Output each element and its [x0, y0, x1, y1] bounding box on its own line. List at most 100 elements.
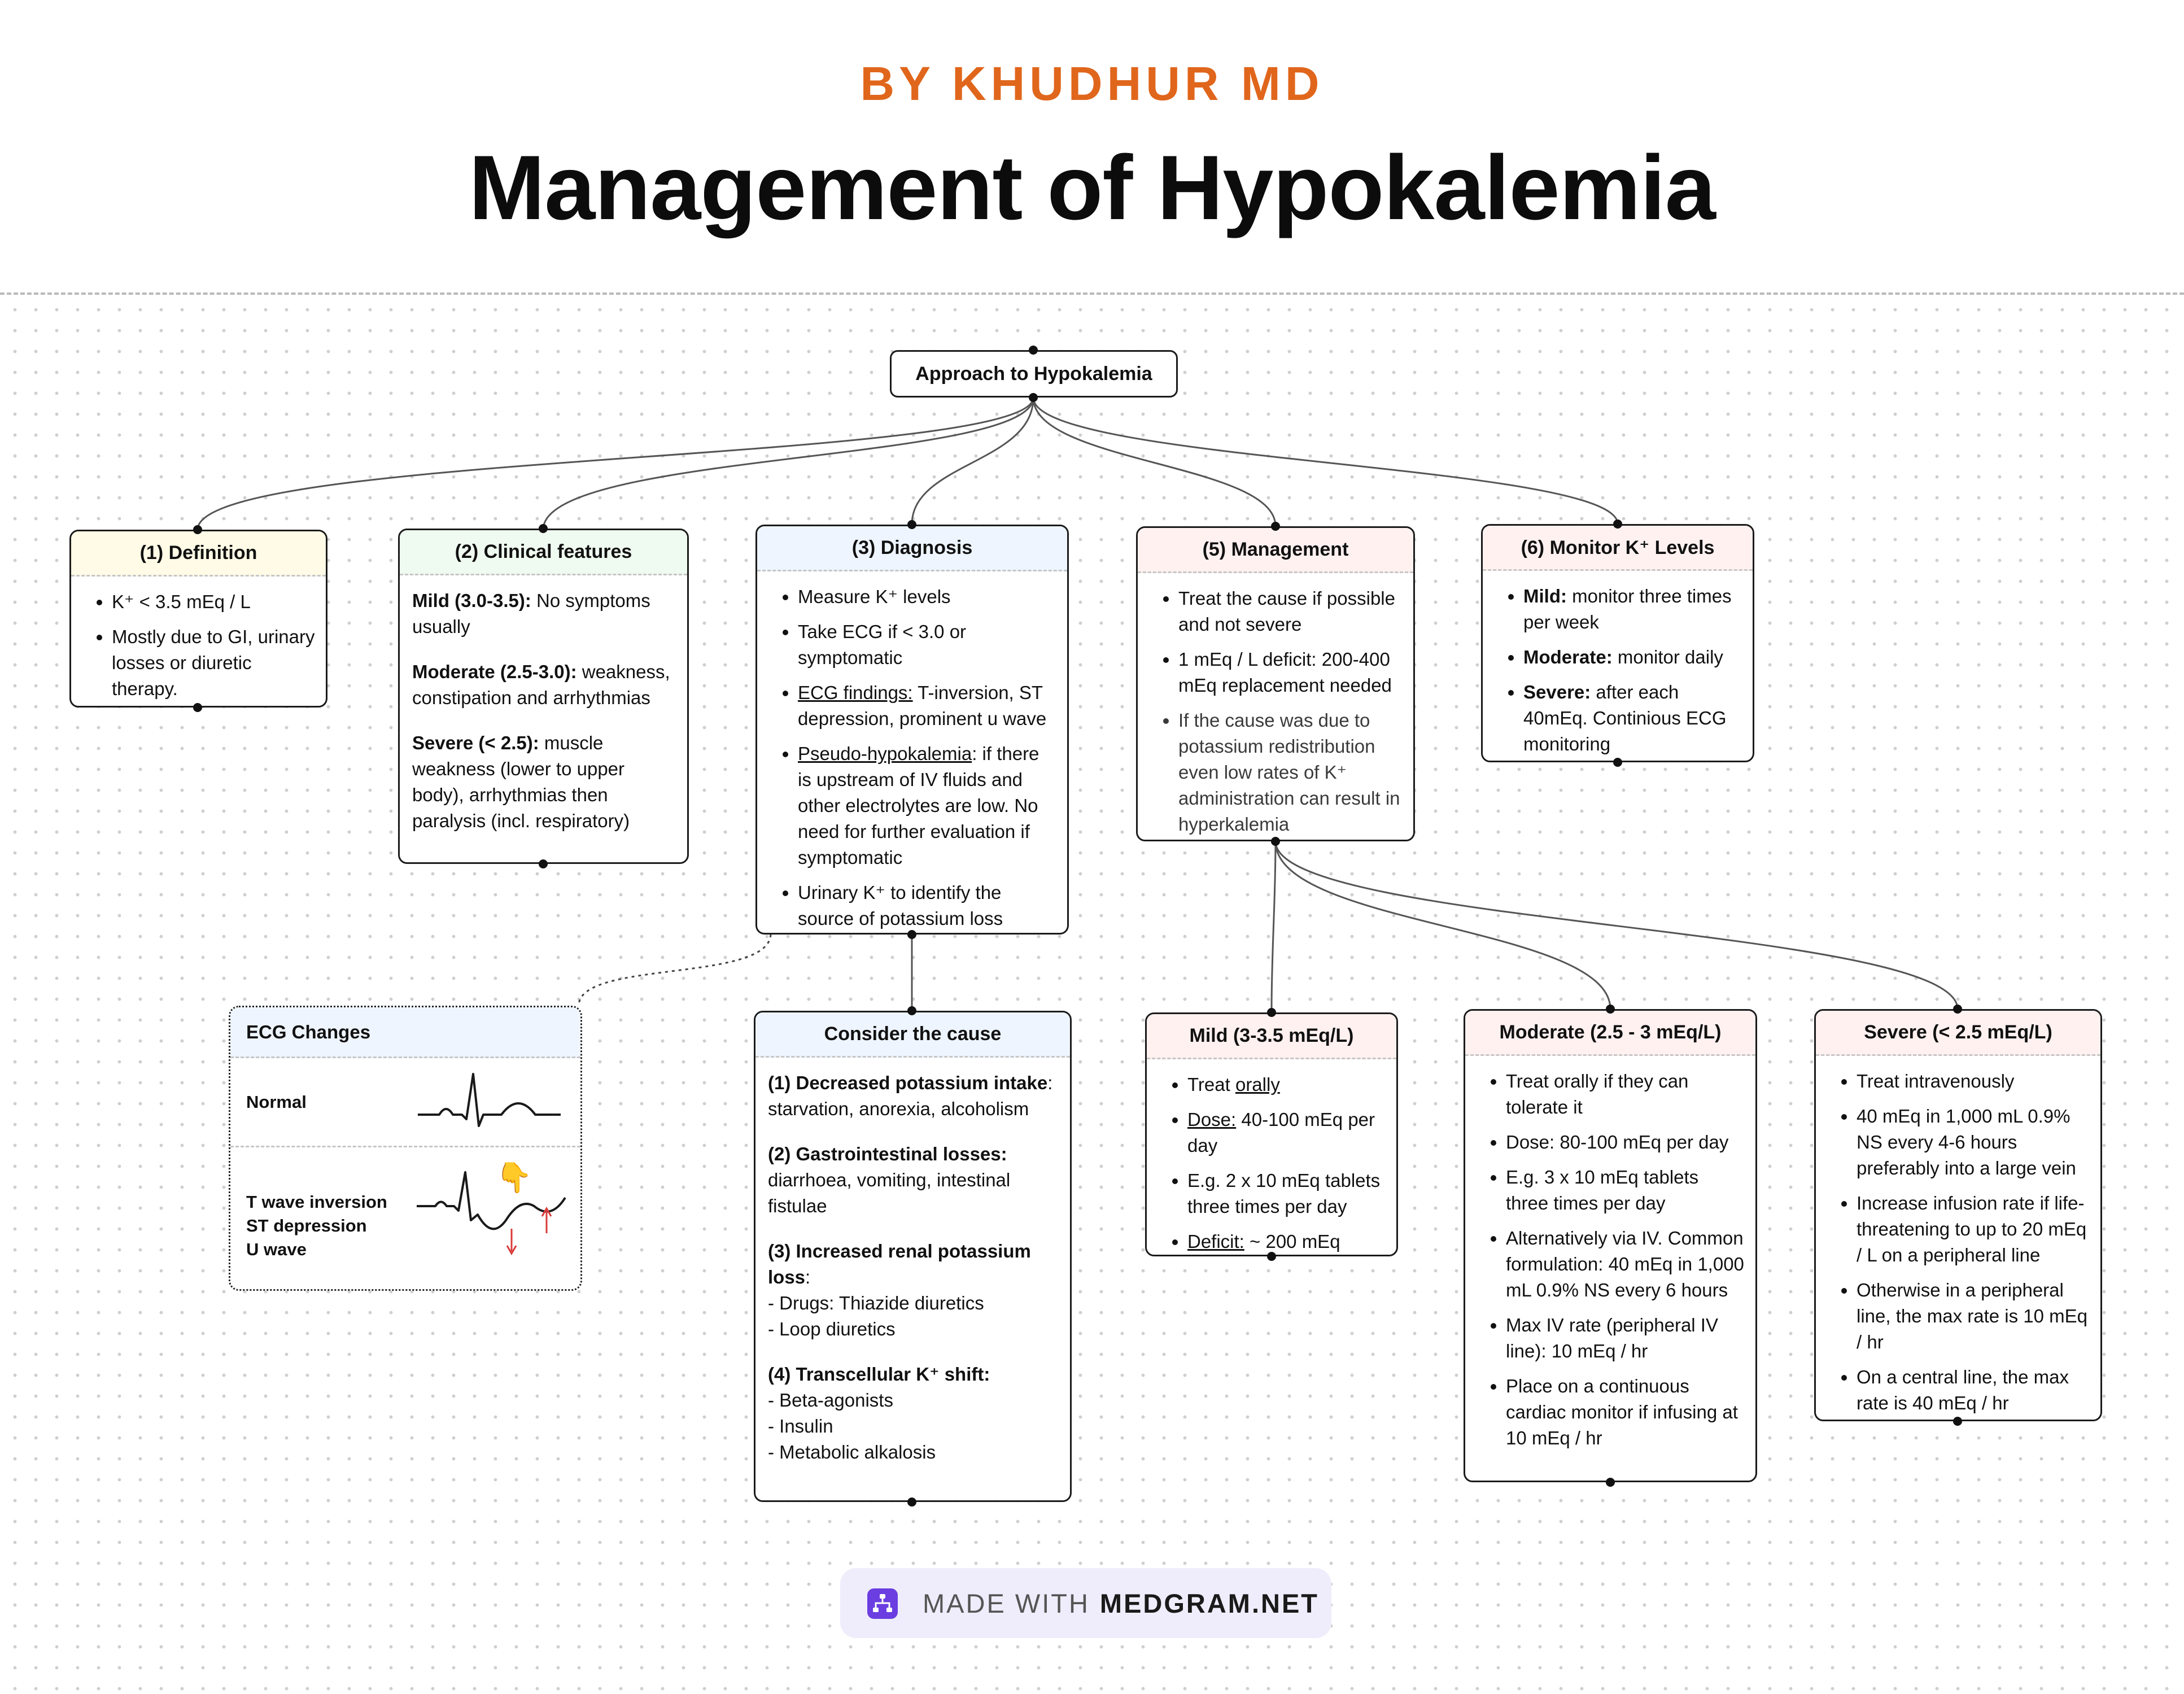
clinical-mild: Mild (3.0-3.5): No symptoms usually [412, 590, 650, 637]
header: BY KHUDHUR MD Management of Hypokalemia [0, 0, 2184, 294]
handle-dot[interactable] [1029, 346, 1038, 355]
handle-dot[interactable] [1613, 519, 1622, 529]
management-item: If the cause was due to potassium redist… [1178, 708, 1403, 837]
clinical-features-header: (2) Clinical features [400, 530, 687, 575]
definition-body: K⁺ < 3.5 mEq / L Mostly due to GI, urina… [71, 577, 326, 706]
moderate-body: Treat orally if they can tolerate it Dos… [1465, 1056, 1755, 1459]
ecg-abnormal-row: T wave inversion ST depression U wave 👇 [230, 1150, 580, 1289]
handle-dot[interactable] [907, 520, 916, 529]
handle-dot[interactable] [193, 703, 202, 712]
moderate-header: Moderate (2.5 - 3 mEq/L) [1465, 1011, 1755, 1056]
consider-cause-header: Consider the cause [755, 1012, 1070, 1058]
ecg-changes-card[interactable]: ECG Changes Normal T wave inversion ST d… [229, 1006, 582, 1291]
handle-dot[interactable] [1606, 1478, 1615, 1487]
byline: BY KHUDHUR MD [860, 57, 1324, 110]
definition-card[interactable]: (1) Definition K⁺ < 3.5 mEq / L Mostly d… [69, 530, 327, 708]
moderate-item: Alternatively via IV. Common formulation… [1506, 1225, 1745, 1303]
handle-dot[interactable] [1029, 393, 1038, 402]
made-with-badge[interactable]: MADE WITH MEDGRAM.NET [840, 1568, 1331, 1638]
root-label: Approach to Hypokalemia [915, 363, 1152, 385]
diagnosis-item: Take ECG if < 3.0 or symptomatic [798, 619, 1057, 671]
diagnosis-card[interactable]: (3) Diagnosis Measure K⁺ levels Take ECG… [755, 525, 1069, 935]
severe-header: Severe (< 2.5 mEq/L) [1816, 1011, 2100, 1056]
monitor-body: Mild: monitor three times per week Moder… [1483, 571, 1753, 761]
badge-brand: MEDGRAM.NET [1099, 1588, 1320, 1618]
severe-item: Treat intravenously [1857, 1068, 2090, 1094]
mild-item: Dose: 40-100 mEq per day [1187, 1107, 1386, 1159]
handle-dot[interactable] [907, 1006, 916, 1015]
mild-item: Treat orally [1187, 1072, 1386, 1098]
mild-item: E.g. 2 x 10 mEq tablets three times per … [1187, 1168, 1386, 1220]
clinical-features-card[interactable]: (2) Clinical features Mild (3.0-3.5): No… [398, 529, 689, 864]
diagnosis-item: Measure K⁺ levels [798, 584, 1057, 610]
severe-body: Treat intravenously 40 mEq in 1,000 mL 0… [1816, 1056, 2100, 1420]
ecg-normal-trace-icon [418, 1073, 561, 1127]
ecg-label-t-wave: T wave inversion [246, 1192, 387, 1212]
page-title: Management of Hypokalemia [469, 137, 1716, 239]
consider-cause-card[interactable]: Consider the cause (1) Decreased potassi… [754, 1011, 1072, 1502]
mild-header: Mild (3-3.5 mEq/L) [1147, 1014, 1396, 1059]
handle-dot[interactable] [539, 524, 548, 533]
ecg-hypokalemia-trace-icon [417, 1171, 566, 1256]
ecg-changes-header: ECG Changes [230, 1007, 580, 1058]
medgram-logo-icon [867, 1588, 898, 1619]
management-item: 1 mEq / L deficit: 200-400 mEq replaceme… [1178, 647, 1403, 698]
handle-dot[interactable] [1953, 1417, 1962, 1426]
management-item: Treat the cause if possible and not seve… [1178, 586, 1403, 638]
monitor-item: Mild: monitor three times per week [1523, 583, 1742, 635]
moderate-card[interactable]: Moderate (2.5 - 3 mEq/L) Treat orally if… [1464, 1009, 1757, 1482]
root-node-approach[interactable]: Approach to Hypokalemia [890, 350, 1178, 398]
handle-dot[interactable] [193, 525, 202, 534]
moderate-item: Dose: 80-100 mEq per day [1506, 1129, 1745, 1155]
diagnosis-body: Measure K⁺ levels Take ECG if < 3.0 or s… [757, 571, 1067, 933]
management-card[interactable]: (5) Management Treat the cause if possib… [1136, 526, 1415, 841]
moderate-item: Treat orally if they can tolerate it [1506, 1068, 1745, 1120]
moderate-item: Max IV rate (peripheral IV line): 10 mEq… [1506, 1312, 1745, 1364]
diagnosis-header: (3) Diagnosis [757, 526, 1067, 571]
clinical-severe: Severe (< 2.5): muscle weakness (lower t… [412, 732, 630, 831]
clinical-features-body: Mild (3.0-3.5): No symptoms usually Mode… [400, 575, 687, 842]
handle-dot[interactable] [1267, 1252, 1276, 1261]
ecg-normal-row: Normal [230, 1058, 580, 1147]
cause-intake: (1) Decreased potassium intake: starvati… [768, 1072, 1053, 1119]
clinical-moderate: Moderate (2.5-3.0): weakness, constipati… [412, 661, 670, 708]
severe-item: Otherwise in a peripheral line, the max … [1857, 1277, 2090, 1355]
moderate-item: E.g. 3 x 10 mEq tablets three times per … [1506, 1164, 1745, 1216]
handle-dot[interactable] [1953, 1005, 1962, 1014]
severe-item: 40 mEq in 1,000 mL 0.9% NS every 4-6 hou… [1857, 1103, 2090, 1181]
ecg-label-st: ST depression [246, 1216, 367, 1235]
handle-dot[interactable] [539, 859, 548, 868]
ecg-normal-label: Normal [246, 1092, 307, 1112]
handle-dot[interactable] [1613, 758, 1622, 767]
monitor-card[interactable]: (6) Monitor K⁺ Levels Mild: monitor thre… [1481, 524, 1754, 762]
severe-item: On a central line, the max rate is 40 mE… [1857, 1364, 2090, 1416]
handle-dot[interactable] [907, 930, 916, 939]
badge-text: MADE WITH MEDGRAM.NET [923, 1568, 1319, 1638]
monitor-header: (6) Monitor K⁺ Levels [1483, 526, 1753, 571]
severe-item: Increase infusion rate if life-threateni… [1857, 1190, 2090, 1268]
cause-renal: (3) Increased renal potassium loss:- Dru… [768, 1241, 1031, 1339]
consider-cause-body: (1) Decreased potassium intake: starvati… [755, 1058, 1070, 1473]
management-body: Treat the cause if possible and not seve… [1138, 573, 1413, 840]
monitor-item: Severe: after each 40mEq. Continious ECG… [1523, 679, 1742, 757]
monitor-item: Moderate: monitor daily [1523, 644, 1742, 670]
mild-item: Deficit: ~ 200 mEq [1187, 1229, 1386, 1255]
diagram-canvas [0, 295, 2184, 1694]
mild-card[interactable]: Mild (3-3.5 mEq/L) Treat orally Dose: 40… [1145, 1012, 1398, 1256]
management-header: (5) Management [1138, 528, 1413, 573]
diagnosis-item: Pseudo-hypokalemia: if there is upstream… [798, 741, 1057, 871]
severe-card[interactable]: Severe (< 2.5 mEq/L) Treat intravenously… [1814, 1009, 2102, 1421]
handle-dot[interactable] [1606, 1005, 1615, 1014]
definition-item: Mostly due to GI, urinary losses or diur… [112, 624, 316, 702]
badge-prefix: MADE WITH [923, 1588, 1090, 1618]
cause-gi: (2) Gastrointestinal losses: diarrhoea, … [768, 1143, 1011, 1216]
mild-body: Treat orally Dose: 40-100 mEq per day E.… [1147, 1059, 1396, 1255]
diagnosis-item: ECG findings: T-inversion, ST depression… [798, 680, 1057, 732]
definition-item: K⁺ < 3.5 mEq / L [112, 589, 316, 615]
handle-dot[interactable] [1267, 1008, 1276, 1017]
diagnosis-item: Urinary K⁺ to identify the source of pot… [798, 880, 1057, 932]
handle-dot[interactable] [1271, 837, 1280, 846]
handle-dot[interactable] [907, 1497, 916, 1507]
handle-dot[interactable] [1271, 522, 1280, 531]
moderate-item: Place on a continuous cardiac monitor if… [1506, 1373, 1745, 1451]
